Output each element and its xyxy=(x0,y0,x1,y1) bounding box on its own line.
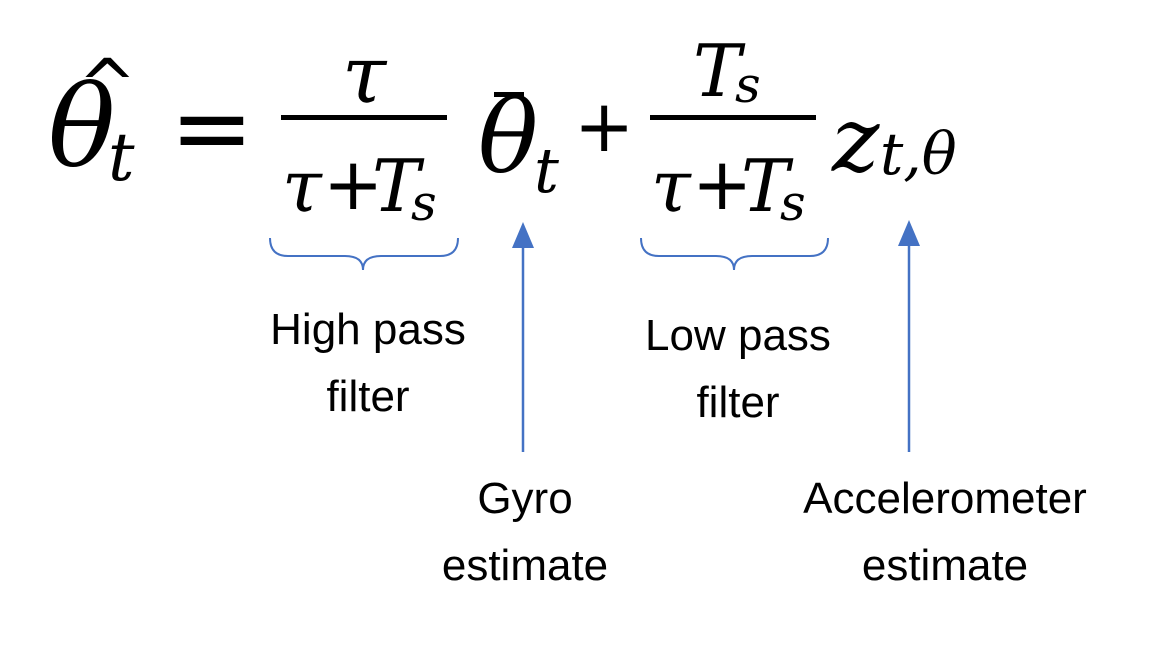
gyro-label-line1: Gyro xyxy=(477,474,573,523)
high-pass-label-line2: filter xyxy=(326,372,410,421)
equals-sign: = xyxy=(170,69,254,186)
fraction2-bar xyxy=(650,115,816,120)
accelerometer-label: Accelerometer estimate xyxy=(765,465,1125,599)
fraction1-bar xyxy=(281,115,447,120)
fraction2-numerator-T: T xyxy=(693,29,742,113)
fraction1-denominator-T: T xyxy=(372,144,421,228)
low-pass-label: Low pass filter xyxy=(588,302,888,436)
high-pass-bracket xyxy=(269,237,459,271)
fraction2-numerator-T-subscript: s xyxy=(735,56,761,114)
gyro-label-line2: estimate xyxy=(441,541,609,590)
accelerometer-label-line2: estimate xyxy=(861,541,1029,590)
fraction1-numerator: τ xyxy=(342,28,387,121)
high-pass-label: High pass filter xyxy=(218,296,518,430)
fraction1-denominator-tau: τ xyxy=(282,144,322,228)
gyro-theta: θ xyxy=(478,79,539,196)
high-pass-label-line1: High pass xyxy=(270,305,466,354)
gyro-bar xyxy=(494,92,524,97)
plus-sign: + xyxy=(574,84,635,168)
low-pass-label-line1: Low pass xyxy=(645,311,831,360)
lhs-subscript: t xyxy=(108,119,135,196)
accel-arrowhead xyxy=(898,220,920,246)
fraction1-denominator-T-subscript: s xyxy=(411,174,437,232)
gyro-label: Gyro estimate xyxy=(375,465,675,599)
fraction1-denominator-plus: + xyxy=(323,142,384,226)
gyro-subscript: t xyxy=(534,134,559,207)
fraction2-denominator-plus: + xyxy=(692,142,753,226)
lhs-hat: ^ xyxy=(78,44,137,126)
accel-subscript: t,θ xyxy=(880,120,957,188)
low-pass-label-line2: filter xyxy=(696,378,780,427)
accelerometer-label-line1: Accelerometer xyxy=(803,474,1087,523)
gyro-arrowhead xyxy=(512,222,534,248)
fraction2-denominator-T: T xyxy=(741,144,790,228)
low-pass-bracket xyxy=(640,237,829,271)
accel-z: z xyxy=(832,88,880,193)
lhs-theta: θ xyxy=(48,63,116,193)
fraction2-denominator-T-subscript: s xyxy=(780,174,806,232)
fraction2-denominator-tau: τ xyxy=(651,144,691,228)
